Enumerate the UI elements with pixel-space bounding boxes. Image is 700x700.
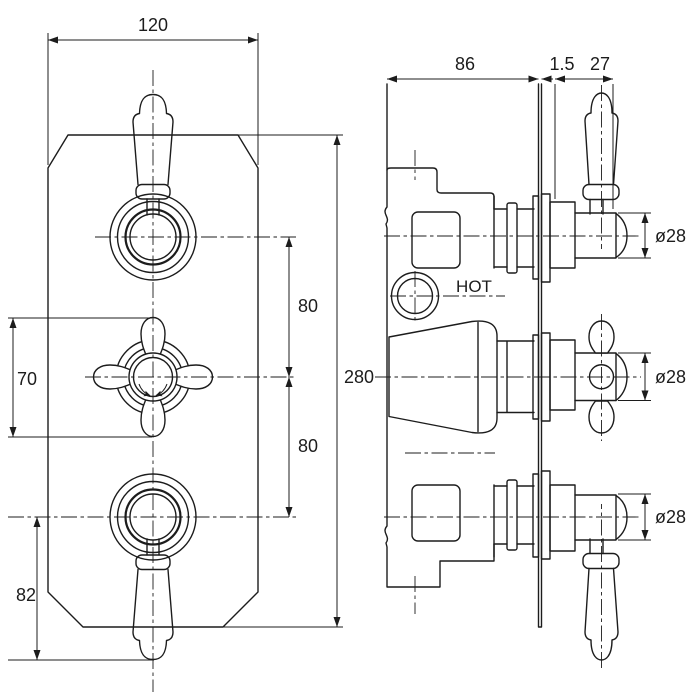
dim-spindle-diameter-middle: ø28 [655, 367, 686, 387]
side-view: 86 1.5 27 ø28 ø28 ø28 HOT [375, 54, 686, 669]
dim-spindle-diameter-bottom: ø28 [655, 507, 686, 527]
hot-port-label: HOT [456, 277, 492, 296]
dim-handle-projection: 27 [590, 54, 610, 74]
dim-upper-spacing: 80 [298, 296, 318, 316]
front-centerlines [8, 70, 296, 692]
rotation-arrow-icon [138, 383, 151, 397]
dim-spindle-diameter-top: ø28 [655, 226, 686, 246]
dim-plate-thickness: 1.5 [549, 54, 574, 74]
dim-plate-width: 120 [138, 15, 168, 35]
side-middle-valve [496, 314, 628, 441]
side-centerlines [375, 150, 641, 614]
side-bottom-valve [493, 470, 628, 669]
rotation-arrow-icon [155, 383, 168, 397]
dim-body-depth: 86 [455, 54, 475, 74]
dim-plate-height: 280 [344, 367, 374, 387]
side-dimensions: 86 1.5 27 ø28 ø28 ø28 [387, 54, 686, 541]
dim-lower-spacing: 80 [298, 436, 318, 456]
side-top-valve [493, 84, 628, 283]
dim-cross-handle-span: 70 [17, 369, 37, 389]
front-dimensions: 120 80 80 70 82 280 [8, 15, 374, 661]
dim-lever-drop: 82 [16, 585, 36, 605]
front-view: 120 80 80 70 82 280 [8, 15, 374, 692]
side-body-outline [384, 83, 498, 588]
